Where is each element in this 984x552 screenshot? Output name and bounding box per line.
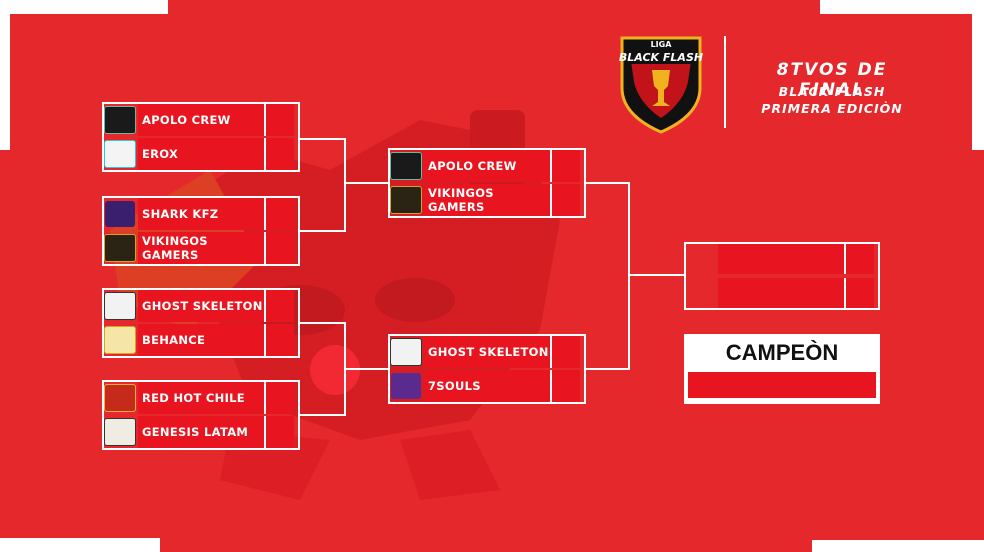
- team-name: SHARK KFZ: [138, 198, 264, 230]
- connector-line: [346, 368, 388, 370]
- score-box: [550, 370, 580, 402]
- connector-line: [346, 182, 388, 184]
- ghost-skeleton-logo: [388, 336, 424, 368]
- score-box: [264, 104, 294, 136]
- final-slot-bottom: [718, 278, 844, 308]
- apolo-crew-logo: [388, 150, 424, 182]
- team-name: RED HOT CHILE: [138, 382, 264, 414]
- team-name: EROX: [138, 138, 264, 170]
- header-divider: [724, 36, 726, 128]
- final-frame: [684, 242, 880, 310]
- logo-main-text: BLACK FLASH: [619, 51, 703, 64]
- champion-slot: [688, 372, 876, 398]
- team-name: APOLO CREW: [138, 104, 264, 136]
- team-name: GHOST SKELETON: [138, 290, 264, 322]
- champion-label: CAMPEÒN: [725, 340, 839, 365]
- connector-line: [630, 274, 684, 276]
- round-title: 8TVOS DE FINAL: [776, 60, 888, 100]
- apolo-crew-logo: [102, 104, 138, 136]
- team-name: GHOST SKELETON: [424, 336, 550, 368]
- score-box: [550, 336, 580, 368]
- behance-logo: [102, 324, 138, 356]
- score-box: [844, 278, 874, 308]
- vikingos-gamers-logo: [102, 232, 138, 264]
- connector-line: [300, 138, 346, 140]
- score-box: [550, 150, 580, 182]
- match-frame: [102, 288, 300, 358]
- connector-line: [300, 230, 346, 232]
- connector-line: [586, 182, 630, 184]
- connector-line: [344, 322, 346, 416]
- score-box: [264, 290, 294, 322]
- score-box: [264, 198, 294, 230]
- match-frame: [102, 196, 300, 266]
- red-hot-chile-logo: [102, 382, 138, 414]
- champion-box: CAMPEÒN: [684, 334, 880, 404]
- team-name: 7SOULS: [424, 370, 550, 402]
- connector-line: [628, 182, 630, 370]
- score-box: [264, 416, 294, 448]
- score-box: [264, 382, 294, 414]
- final-slot-top: [718, 244, 844, 274]
- connector-line: [344, 138, 346, 232]
- genesis-latam-logo: [102, 416, 138, 448]
- connector-line: [586, 368, 630, 370]
- connector-line: [300, 414, 346, 416]
- team-name: APOLO CREW: [424, 150, 550, 182]
- team-name: VIKINGOS GAMERS: [138, 232, 264, 264]
- logo-top-text: LIGA: [651, 40, 673, 49]
- score-box: [844, 244, 874, 274]
- score-box: [264, 138, 294, 170]
- score-box: [264, 324, 294, 356]
- league-subtitle: BLACK FLASH: [778, 84, 886, 99]
- shark-kfz-logo: [102, 198, 138, 230]
- match-frame: [388, 334, 586, 404]
- edition-subtitle: PRIMERA EDICIÒN: [761, 101, 903, 116]
- team-name: BEHANCE: [138, 324, 264, 356]
- score-box: [550, 184, 580, 216]
- erox-logo: [102, 138, 138, 170]
- score-box: [264, 232, 294, 264]
- 7souls-logo: [388, 370, 424, 402]
- team-name: GENESIS LATAM: [138, 416, 264, 448]
- ghost-skeleton-logo: [102, 290, 138, 322]
- team-name: VIKINGOS GAMERS: [424, 184, 550, 216]
- liga-black-flash-logo: LIGA BLACK FLASH: [619, 36, 703, 134]
- vikingos-gamers-logo: [388, 184, 424, 216]
- match-frame: [388, 148, 586, 218]
- match-frame: [102, 380, 300, 450]
- connector-line: [300, 322, 346, 324]
- match-frame: [102, 102, 300, 172]
